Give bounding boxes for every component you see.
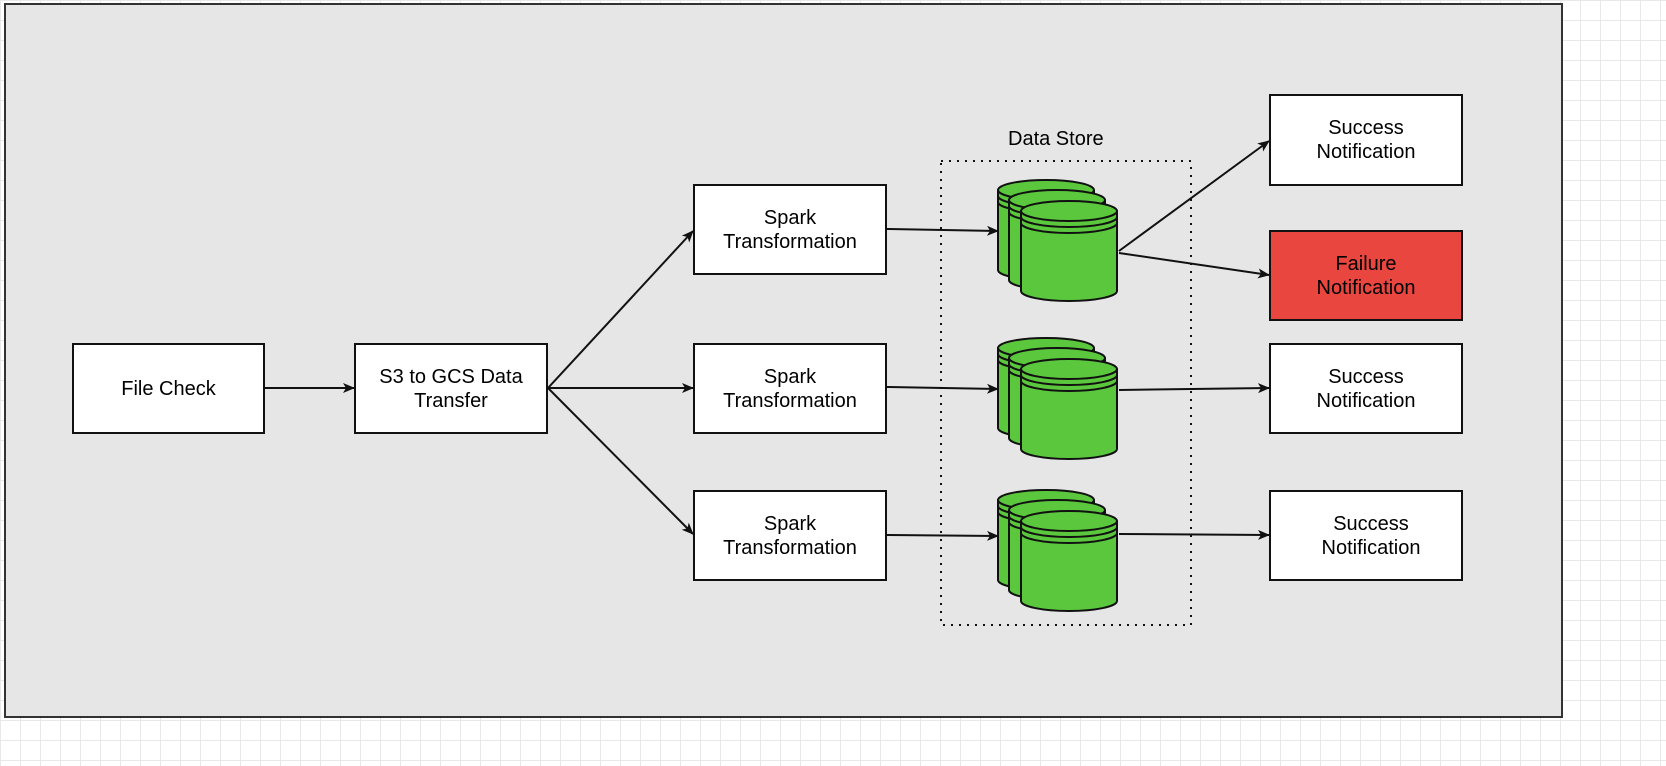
s3-to-gcs-transfer-node[interactable]: S3 to GCS Data Transfer xyxy=(354,343,548,434)
spark-transformation-node-1[interactable]: Spark Transformation xyxy=(693,184,887,275)
spark-transformation-node-2[interactable]: Spark Transformation xyxy=(693,343,887,434)
data-store-label: Data Store xyxy=(1008,128,1104,150)
edge-store-1-success-1 xyxy=(1118,140,1270,252)
database-stack-3 xyxy=(997,489,1118,612)
edge-transfer-spark-3 xyxy=(547,387,694,535)
data-store-group xyxy=(940,160,1192,626)
database-stack-1 xyxy=(997,179,1118,302)
success-notification-node-1[interactable]: Success Notification xyxy=(1269,94,1463,186)
edge-store-1-failure-1 xyxy=(1118,252,1270,279)
file-check-label: File Check xyxy=(121,377,216,400)
success-notification-node-2[interactable]: Success Notification xyxy=(1269,343,1463,434)
success-notification-node-3[interactable]: Success Notification xyxy=(1269,490,1463,581)
spark-transformation-label-3: Spark Transformation xyxy=(723,512,857,559)
edge-transfer-spark-1 xyxy=(547,230,694,389)
spark-transformation-label-2: Spark Transformation xyxy=(723,365,857,412)
success-notification-label-2: Success Notification xyxy=(1316,365,1416,412)
success-notification-label-3: Success Notification xyxy=(1321,512,1421,559)
edge-spark-3-store-3 xyxy=(886,530,999,541)
failure-notification-node[interactable]: Failure Notification xyxy=(1269,230,1463,321)
database-stack-2 xyxy=(997,337,1118,460)
edge-store-3-success-3 xyxy=(1118,529,1270,540)
spark-transformation-label-1: Spark Transformation xyxy=(723,206,857,253)
edge-spark-2-store-2 xyxy=(886,383,999,394)
edge-spark-1-store-1 xyxy=(886,225,999,236)
spark-transformation-node-3[interactable]: Spark Transformation xyxy=(693,490,887,581)
failure-notification-label: Failure Notification xyxy=(1316,252,1416,299)
success-notification-label-1: Success Notification xyxy=(1316,117,1416,163)
file-check-node[interactable]: File Check xyxy=(72,343,265,434)
edge-store-2-success-2 xyxy=(1118,383,1270,394)
s3-to-gcs-transfer-label: S3 to GCS Data Transfer xyxy=(379,365,523,412)
